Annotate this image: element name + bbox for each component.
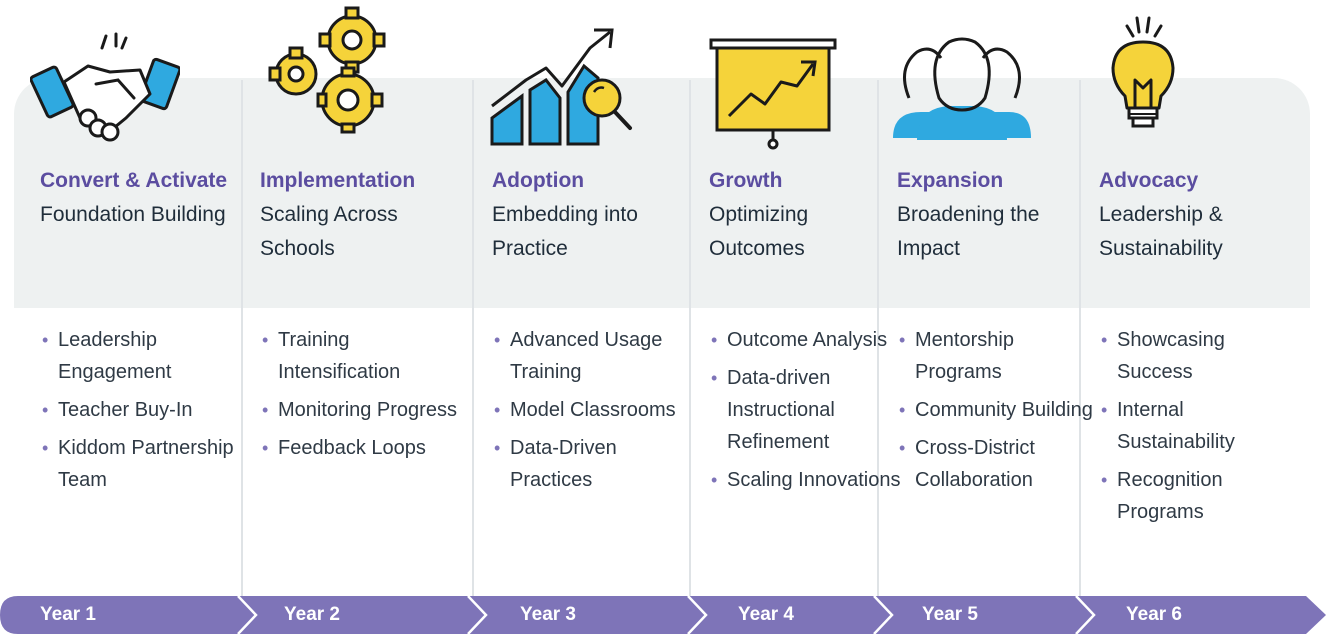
list-item: Internal Sustainability bbox=[1099, 394, 1304, 458]
stage-column-3: Adoption Embedding into Practice Advance… bbox=[466, 0, 689, 600]
year-label: Year 5 bbox=[922, 604, 978, 625]
activity-list: Mentorship Programs Community Building C… bbox=[897, 324, 1102, 502]
timeline-arrow-band bbox=[0, 596, 1326, 634]
stage-heading: Adoption Embedding into Practice bbox=[492, 164, 692, 266]
list-item: Recognition Programs bbox=[1099, 464, 1304, 528]
stage-heading: Expansion Broadening the Impact bbox=[897, 164, 1097, 266]
people-group-icon bbox=[887, 28, 1037, 158]
phase-title: Adoption bbox=[492, 169, 585, 192]
phase-title: Advocacy bbox=[1099, 169, 1199, 192]
phase-title: Growth bbox=[709, 169, 783, 192]
activity-list: Leadership Engagement Teacher Buy-In Kid… bbox=[40, 324, 245, 502]
phase-subtitle: Scaling Across Schools bbox=[260, 203, 398, 260]
stage-column-6: Advocacy Leadership & Sustainability Sho… bbox=[1073, 0, 1310, 600]
list-item: Training Intensification bbox=[260, 324, 465, 388]
activity-list: Advanced Usage Training Model Classrooms… bbox=[492, 324, 697, 502]
handshake-icon bbox=[30, 18, 180, 148]
phase-title: Convert & Activate bbox=[40, 169, 228, 192]
gears-icon bbox=[256, 4, 406, 134]
list-item: Monitoring Progress bbox=[260, 394, 465, 426]
list-item: Leadership Engagement bbox=[40, 324, 245, 388]
phase-title: Implementation bbox=[260, 169, 416, 192]
list-item: Feedback Loops bbox=[260, 432, 465, 464]
year-label: Year 1 bbox=[40, 604, 96, 625]
year-label: Year 2 bbox=[284, 604, 340, 625]
stage-heading: Implementation Scaling Across Schools bbox=[260, 164, 460, 266]
list-item: Model Classrooms bbox=[492, 394, 697, 426]
stage-column-4: Growth Optimizing Outcomes Outcome Analy… bbox=[683, 0, 900, 600]
stage-column-2: Implementation Scaling Across Schools Tr… bbox=[234, 0, 472, 600]
phase-subtitle: Leadership & Sustainability bbox=[1099, 203, 1223, 260]
activity-list: Training Intensification Monitoring Prog… bbox=[260, 324, 465, 470]
presentation-board-icon bbox=[701, 30, 851, 160]
growth-chart-magnifier-icon bbox=[486, 18, 636, 148]
list-item: Data-Driven Practices bbox=[492, 432, 697, 496]
stage-heading: Advocacy Leadership & Sustainability bbox=[1099, 164, 1299, 266]
year-label: Year 6 bbox=[1126, 604, 1182, 625]
activity-list: Outcome Analysis Data-driven Instruction… bbox=[709, 324, 914, 502]
list-item: Outcome Analysis bbox=[709, 324, 914, 356]
panel-header-band bbox=[14, 78, 1310, 308]
year-timeline: Year 1 Year 2 Year 3 Year 4 Year 5 Year … bbox=[0, 596, 1333, 634]
list-item: Showcasing Success bbox=[1099, 324, 1304, 388]
year-label: Year 3 bbox=[520, 604, 576, 625]
list-item: Data-driven Instructional Refinement bbox=[709, 362, 914, 458]
phase-subtitle: Foundation Building bbox=[40, 203, 226, 226]
phase-subtitle: Embedding into Practice bbox=[492, 203, 638, 260]
stage-column-1: Convert & Activate Foundation Building L… bbox=[14, 0, 241, 600]
list-item: Teacher Buy-In bbox=[40, 394, 245, 426]
stage-heading: Convert & Activate Foundation Building bbox=[40, 164, 240, 232]
phase-subtitle: Broadening the Impact bbox=[897, 203, 1040, 260]
stage-column-5: Expansion Broadening the Impact Mentorsh… bbox=[871, 0, 1093, 600]
phase-title: Expansion bbox=[897, 169, 1004, 192]
phase-subtitle: Optimizing Outcomes bbox=[709, 203, 809, 260]
list-item: Community Building bbox=[897, 394, 1102, 426]
stage-heading: Growth Optimizing Outcomes bbox=[709, 164, 909, 266]
list-item: Kiddom Partnership Team bbox=[40, 432, 245, 496]
list-item: Mentorship Programs bbox=[897, 324, 1102, 388]
year-label: Year 4 bbox=[738, 604, 794, 625]
activity-list: Showcasing Success Internal Sustainabili… bbox=[1099, 324, 1304, 534]
lightbulb-icon bbox=[1093, 8, 1243, 138]
list-item: Scaling Innovations bbox=[709, 464, 914, 496]
list-item: Advanced Usage Training bbox=[492, 324, 697, 388]
list-item: Cross-District Collaboration bbox=[897, 432, 1102, 496]
column-divider bbox=[472, 80, 474, 598]
